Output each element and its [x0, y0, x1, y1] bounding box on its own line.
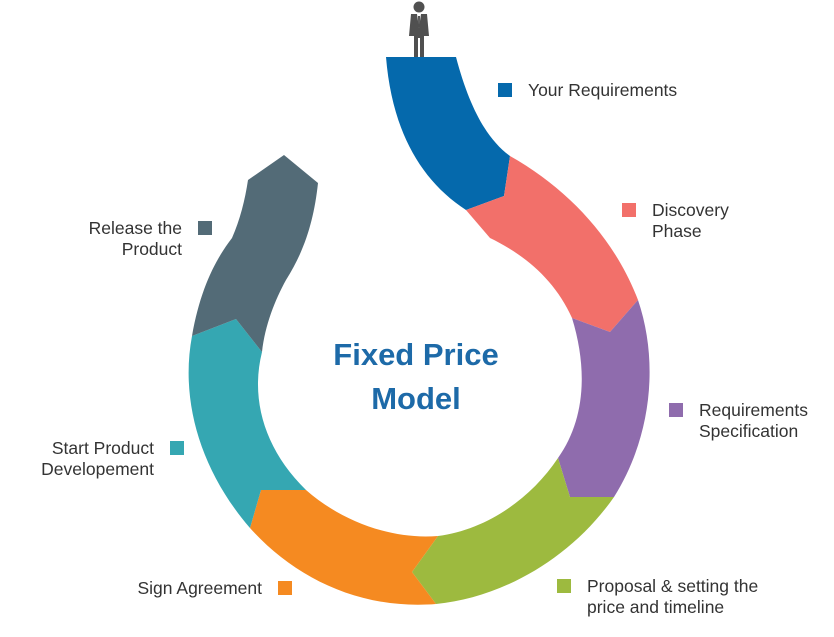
label-text: Discovery Phase — [652, 200, 729, 242]
segment-discovery-phase — [466, 156, 638, 332]
label-start-development: Start Product Developement — [41, 438, 184, 480]
label-text: Release the Product — [89, 218, 182, 260]
segment-proposal — [412, 458, 614, 604]
segment-start-development — [188, 319, 306, 528]
label-line: Product — [121, 239, 182, 259]
label-line: Requirements — [699, 400, 808, 420]
label-line: Proposal & setting the — [587, 576, 759, 596]
legend-swatch-discovery-phase — [622, 203, 636, 217]
label-line: Sign Agreement — [137, 578, 262, 598]
segment-requirements-specification — [558, 300, 650, 497]
segment-your-requirements — [386, 57, 510, 210]
label-discovery-phase: Discovery Phase — [622, 200, 729, 242]
legend-swatch-release-product — [198, 221, 212, 235]
legend-swatch-proposal — [557, 579, 571, 593]
legend-swatch-your-requirements — [498, 83, 512, 97]
label-text: Proposal & setting the price and timelin… — [587, 576, 758, 618]
label-line: Phase — [652, 221, 702, 241]
label-text: Sign Agreement — [137, 578, 262, 599]
legend-swatch-start-development — [170, 441, 184, 455]
segment-sign-agreement — [250, 490, 438, 605]
label-text: Start Product Developement — [41, 438, 154, 480]
diagram-title-line-1: Fixed Price — [333, 337, 499, 372]
label-line: Start Product — [51, 438, 154, 458]
label-your-requirements: Your Requirements — [498, 80, 677, 101]
label-line: Specification — [699, 421, 799, 441]
label-proposal: Proposal & setting the price and timelin… — [557, 576, 758, 618]
label-line: Release the — [88, 218, 182, 238]
businessman-icon — [409, 1, 429, 57]
diagram-title: Fixed Price Model — [300, 333, 532, 421]
label-line: Discovery — [652, 200, 729, 220]
label-requirements-specification: Requirements Specification — [669, 400, 808, 442]
label-sign-agreement: Sign Agreement — [137, 578, 292, 599]
label-line: Your Requirements — [528, 80, 678, 100]
legend-swatch-sign-agreement — [278, 581, 292, 595]
label-release-product: Release the Product — [89, 218, 212, 260]
label-text: Requirements Specification — [699, 400, 808, 442]
segment-release-product — [192, 155, 318, 352]
label-line: Developement — [41, 459, 154, 479]
diagram-title-line-2: Model — [371, 381, 461, 416]
label-line: price and timeline — [587, 597, 725, 617]
label-text: Your Requirements — [528, 80, 677, 101]
legend-swatch-requirements-specification — [669, 403, 683, 417]
